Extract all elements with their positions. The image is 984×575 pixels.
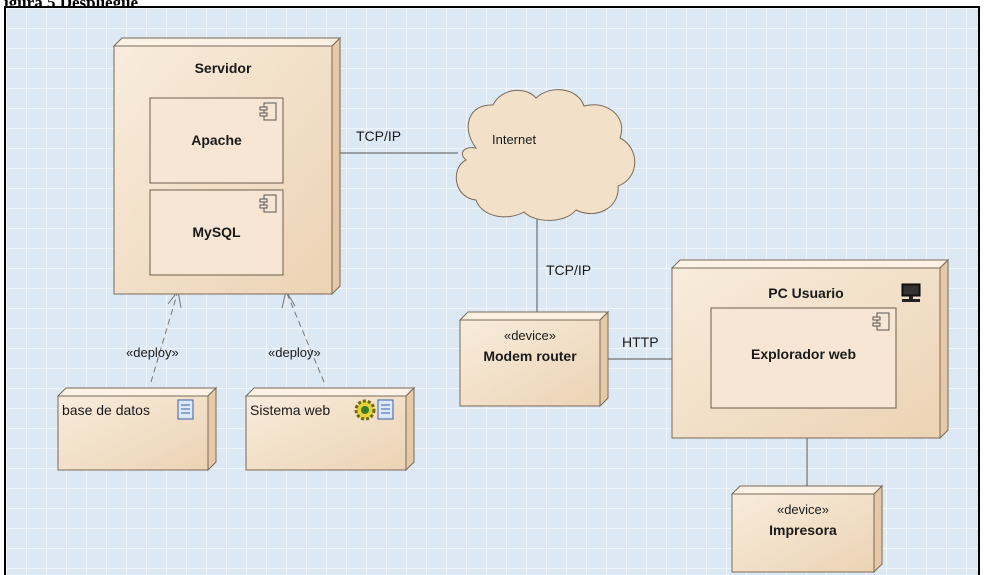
internet-label: Internet [492, 132, 537, 147]
deploy-sistema-label: «deploy» [268, 345, 321, 360]
impresora-stereotype-label: «device» [776, 502, 830, 517]
component-icon [259, 102, 277, 121]
base-datos-label: base de datos [62, 402, 150, 418]
component-icon [872, 312, 890, 331]
internet-cloud[interactable] [455, 89, 636, 221]
deploy-base-arrow [150, 289, 182, 383]
mysql-label: MySQL [192, 224, 241, 240]
modem-router-label: Modem router [483, 348, 577, 364]
explorador-web-component[interactable] [710, 307, 897, 409]
explorador-web-label: Explorador web [750, 346, 857, 362]
sistema-web-label: Sistema web [250, 402, 331, 418]
diagram-drawing [56, 36, 950, 574]
modem-pc-protocol-label: HTTP [622, 334, 659, 350]
document-icon [177, 399, 194, 420]
servidor-label: Servidor [194, 60, 252, 76]
modem-stereotype-label: «device» [503, 328, 557, 343]
diagram-canvas: Servidor Apache MySQL TCP/IP Internet TC… [4, 6, 980, 575]
mysql-component[interactable] [149, 189, 284, 276]
modem-router-node[interactable] [458, 310, 610, 408]
apache-label: Apache [191, 132, 242, 148]
internet-modem-protocol-label: TCP/IP [546, 262, 592, 278]
gear-icon [354, 399, 376, 421]
impresora-node[interactable] [730, 484, 884, 574]
component-icon [259, 194, 277, 213]
impresora-label: Impresora [769, 522, 837, 538]
computer-icon [901, 283, 921, 302]
document-icon [377, 399, 394, 420]
deploy-sistema-arrow [281, 289, 325, 383]
servidor-internet-protocol-label: TCP/IP [356, 128, 402, 144]
pc-usuario-label: PC Usuario [768, 285, 844, 301]
apache-component[interactable] [149, 97, 284, 184]
figure-caption: igura 5 Despliegue [4, 0, 138, 12]
deploy-base-label: «deploy» [126, 345, 179, 360]
